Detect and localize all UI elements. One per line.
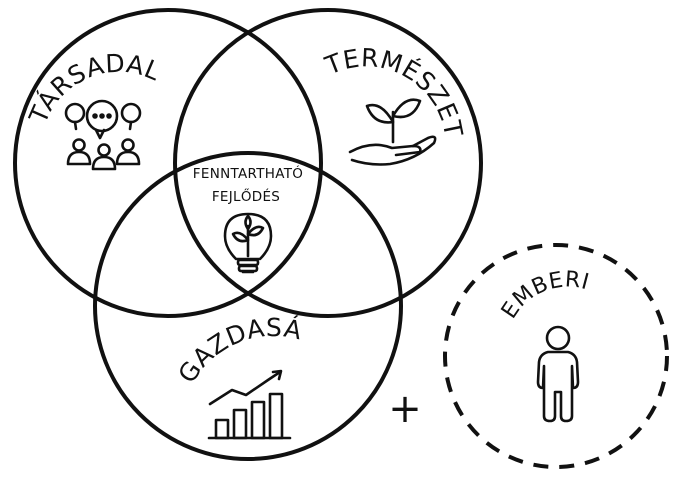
social-circle bbox=[13, 8, 323, 318]
people-speech-icon bbox=[64, 99, 142, 171]
plus-sign: + bbox=[388, 386, 422, 432]
person-icon bbox=[536, 325, 580, 423]
hand-plant-icon bbox=[348, 98, 437, 166]
center-title-line1: FENNTARTHATÓ bbox=[193, 164, 303, 182]
growth-chart-icon bbox=[207, 369, 292, 440]
human-circle bbox=[443, 243, 669, 469]
economic-circle bbox=[93, 151, 403, 461]
environmental-circle bbox=[173, 8, 483, 318]
center-title-line2: FEJLŐDÉS bbox=[212, 187, 280, 205]
lightbulb-plant-icon bbox=[223, 212, 273, 274]
human-label: EMBERI bbox=[497, 267, 592, 323]
